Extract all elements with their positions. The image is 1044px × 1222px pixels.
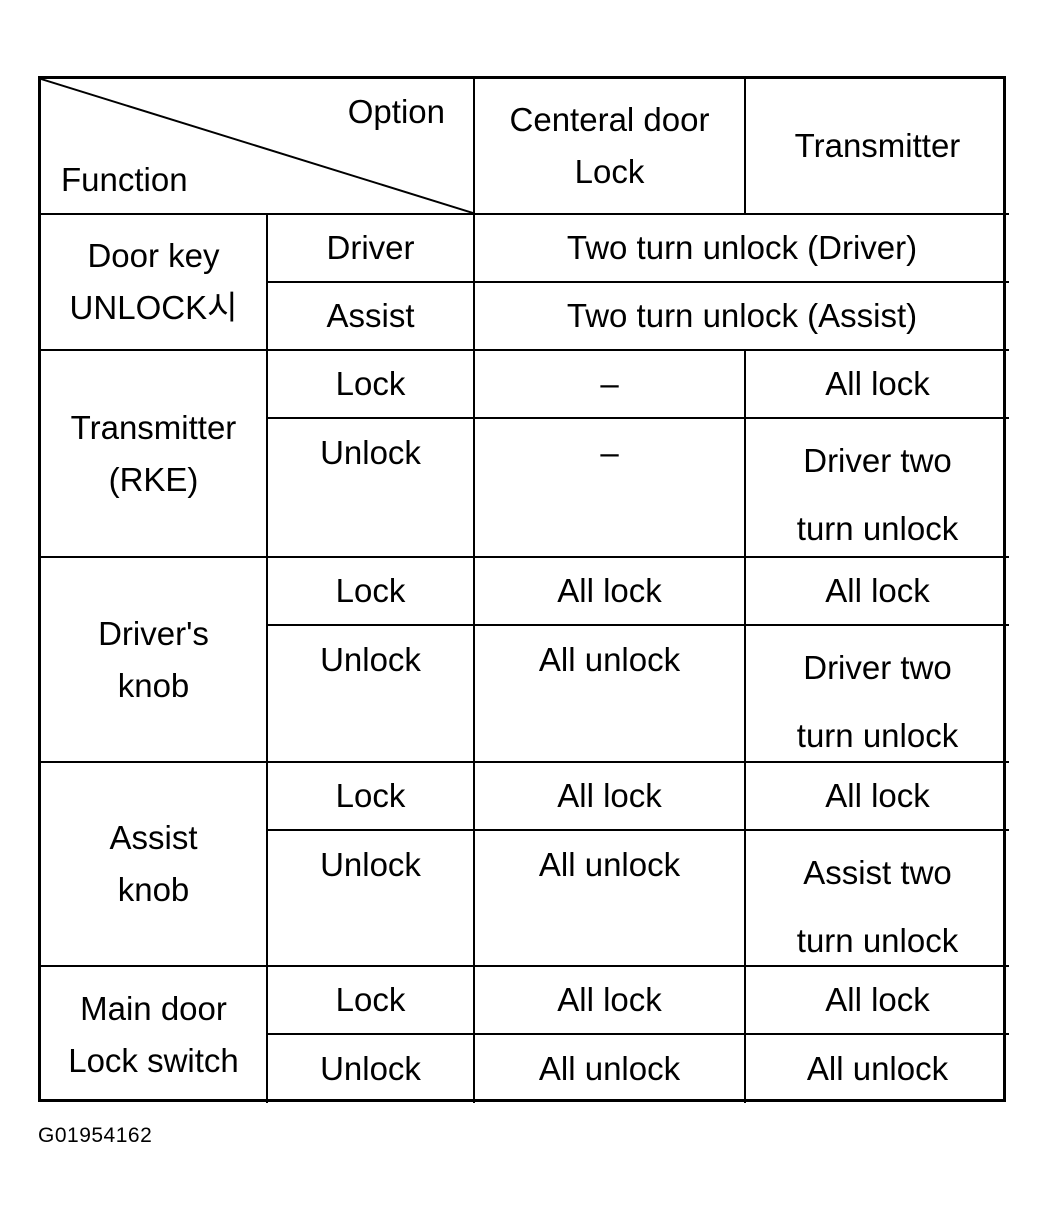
figure-id: G01954162 — [38, 1124, 153, 1147]
rke-unlock-transmitter-line-1: Driver two — [803, 442, 952, 479]
main-switch-unlock-transmitter-text: All unlock — [806, 1050, 949, 1087]
rke-group-line-1: Transmitter — [70, 408, 237, 446]
central-header-line-2: Lock — [574, 153, 645, 190]
assist-knob-lock-transmitter-text: All lock — [825, 777, 930, 814]
main-switch-lock-transmitter: All lock — [746, 967, 1009, 1035]
central-header-line-1: Centeral door — [509, 101, 710, 138]
drivers-knob-unlock-label: Unlock — [268, 626, 475, 763]
assist-knob-lock-label: Lock — [268, 763, 475, 831]
drivers-knob-lock-central-text: All lock — [557, 572, 662, 609]
main-switch-group-line-1: Main door — [80, 990, 227, 1027]
rke-lock-transmitter-text: All lock — [825, 365, 930, 402]
door-key-assist-label: Assist — [268, 283, 475, 351]
assist-knob-lock-central-text: All lock — [557, 777, 662, 814]
transmitter-header: Transmitter — [746, 79, 1009, 215]
diagonal-divider — [41, 79, 473, 213]
main-switch-unlock-transmitter: All unlock — [746, 1035, 1009, 1103]
drivers-knob-unlock-central-text: All unlock — [538, 641, 681, 678]
rke-lock-central: – — [475, 351, 746, 419]
assist-knob-lock-central: All lock — [475, 763, 746, 831]
rke-lock-text: Lock — [335, 365, 406, 402]
assist-knob-lock-transmitter: All lock — [746, 763, 1009, 831]
rke-group-line-2: (RKE) — [108, 460, 199, 498]
door-key-group: Door key UNLOCK시 — [41, 215, 268, 351]
transmitter-rke-group: Transmitter (RKE) — [41, 351, 268, 558]
drivers-knob-lock-label: Lock — [268, 558, 475, 626]
door-key-assist-text: Assist — [326, 297, 415, 334]
assist-knob-unlock-central-text: All unlock — [538, 846, 681, 883]
drivers-knob-unlock-central: All unlock — [475, 626, 746, 763]
door-key-group-line-2: UNLOCK시 — [69, 289, 238, 326]
rke-unlock-central-text: – — [600, 434, 619, 471]
main-switch-unlock-central-text: All unlock — [538, 1050, 681, 1087]
drivers-knob-group-line-1: Driver's — [98, 614, 209, 652]
main-switch-unlock-central: All unlock — [475, 1035, 746, 1103]
option-header-label: Option — [347, 93, 445, 130]
transmitter-header-text: Transmitter — [794, 127, 961, 164]
assist-knob-group: Assist knob — [41, 763, 268, 967]
drivers-knob-unlock-transmitter: Driver two turn unlock — [746, 626, 1009, 763]
drivers-knob-unlock-text: Unlock — [320, 641, 421, 678]
main-switch-lock-transmitter-text: All lock — [825, 981, 930, 1018]
drivers-knob-lock-transmitter: All lock — [746, 558, 1009, 626]
rke-lock-central-text: – — [600, 365, 619, 402]
rke-unlock-transmitter-line-2: turn unlock — [796, 510, 959, 547]
main-switch-lock-central-text: All lock — [557, 981, 662, 1018]
drivers-knob-unlock-transmitter-line-1: Driver two — [803, 649, 952, 686]
door-key-assist-value-text: Two turn unlock (Assist) — [566, 297, 918, 334]
door-key-driver-value: Two turn unlock (Driver) — [475, 215, 1009, 283]
rke-unlock-central: – — [475, 419, 746, 558]
assist-knob-unlock-transmitter-line-1: Assist two — [803, 854, 952, 891]
rke-lock-label: Lock — [268, 351, 475, 419]
drivers-knob-lock-text: Lock — [335, 572, 406, 609]
main-switch-lock-label: Lock — [268, 967, 475, 1035]
assist-knob-unlock-transmitter: Assist two turn unlock — [746, 831, 1009, 967]
main-switch-unlock-label: Unlock — [268, 1035, 475, 1103]
central-door-lock-header: Centeral door Lock — [475, 79, 746, 215]
main-switch-group-line-2: Lock switch — [68, 1042, 239, 1079]
drivers-knob-unlock-transmitter-line-2: turn unlock — [796, 717, 959, 754]
function-header-label: Function — [61, 161, 188, 198]
assist-knob-unlock-central: All unlock — [475, 831, 746, 967]
assist-knob-group-line-1: Assist — [109, 819, 198, 856]
assist-knob-unlock-transmitter-line-2: turn unlock — [796, 922, 959, 959]
drivers-knob-group-line-2: knob — [117, 666, 190, 704]
main-switch-unlock-text: Unlock — [320, 1050, 421, 1087]
assist-knob-group-line-2: knob — [117, 871, 190, 908]
rke-unlock-label: Unlock — [268, 419, 475, 558]
rke-unlock-transmitter: Driver two turn unlock — [746, 419, 1009, 558]
assist-knob-unlock-label: Unlock — [268, 831, 475, 967]
assist-knob-unlock-text: Unlock — [320, 846, 421, 883]
door-key-driver-label: Driver — [268, 215, 475, 283]
door-lock-function-table: Option Function Centeral door Lock Trans… — [38, 76, 1009, 1103]
header-diagonal-cell: Option Function — [41, 79, 475, 215]
rke-unlock-text: Unlock — [320, 434, 421, 471]
door-key-driver-value-text: Two turn unlock (Driver) — [566, 229, 918, 266]
assist-knob-lock-text: Lock — [335, 777, 406, 814]
door-key-driver-text: Driver — [326, 229, 415, 266]
main-switch-lock-central: All lock — [475, 967, 746, 1035]
rke-lock-transmitter: All lock — [746, 351, 1009, 419]
drivers-knob-lock-transmitter-text: All lock — [825, 572, 930, 609]
drivers-knob-group: Driver's knob — [41, 558, 268, 763]
drivers-knob-lock-central: All lock — [475, 558, 746, 626]
main-switch-group: Main door Lock switch — [41, 967, 268, 1103]
door-key-group-line-1: Door key — [87, 237, 220, 274]
main-switch-lock-text: Lock — [335, 981, 406, 1018]
door-key-assist-value: Two turn unlock (Assist) — [475, 283, 1009, 351]
